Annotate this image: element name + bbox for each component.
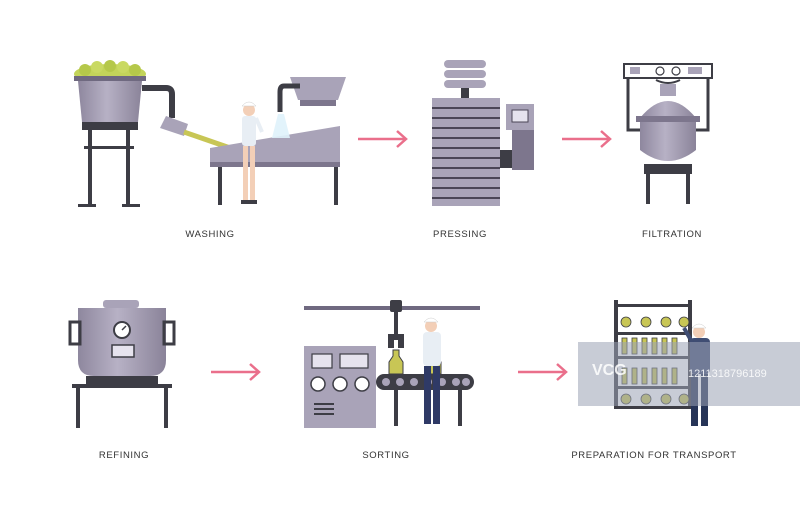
step-label-preparation-for-transport: PREPARATION FOR TRANSPORT [571,450,737,461]
step-label-sorting: SORTING [362,450,410,461]
pressing-machine-illustration [432,60,534,206]
process-arrow-3 [211,363,261,381]
process-arrow-2 [562,130,612,148]
refining-boiler-illustration [68,300,176,428]
washing-machine-illustration [74,60,346,207]
sorting-line-illustration [304,300,480,428]
watermark-logo: VCG [592,362,627,379]
step-label-filtration: FILTRATION [641,229,703,240]
process-arrow-1 [358,130,408,148]
watermark-id: 1211318796189 [688,368,767,380]
process-arrow-4 [518,363,568,381]
step-label-washing: WASHING [185,229,235,240]
filtration-tank-illustration [623,63,713,204]
step-label-pressing: PRESSING [433,229,487,240]
watermark-band [578,342,800,406]
step-label-refining: REFINING [98,450,150,461]
